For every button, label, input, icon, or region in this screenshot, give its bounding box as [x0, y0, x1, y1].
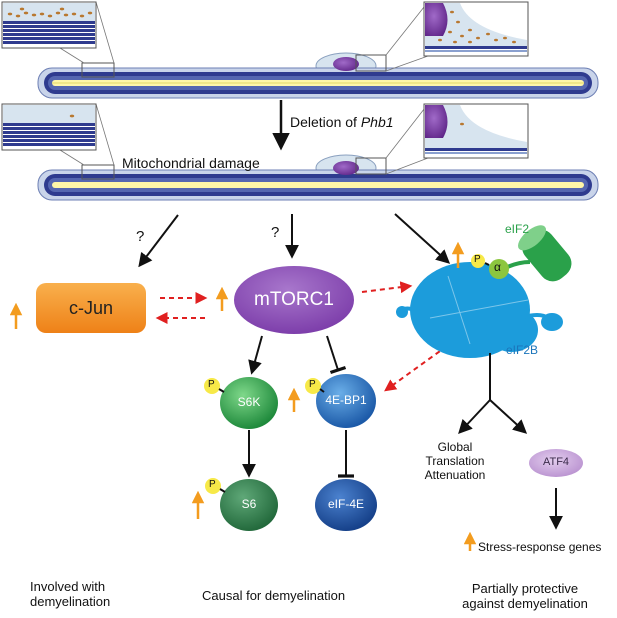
global-label: Global Translation Attenuation	[405, 440, 505, 482]
stress-label: Stress-response genes	[478, 540, 602, 554]
col-left-label: Involved with demyelination	[30, 579, 111, 610]
phospho-s6-label: P	[209, 479, 216, 490]
s6-node	[220, 479, 278, 531]
global-line-2: Translation	[425, 453, 485, 468]
up-arrows	[9, 241, 477, 551]
col-right-line-1: Partially protective	[471, 581, 579, 596]
col-left-line-2: demyelination	[30, 593, 111, 609]
inset-bottom-left	[1, 103, 115, 166]
inhibit-mtorc1-to-bp1	[326, 335, 347, 374]
bp1-node	[316, 374, 376, 428]
s6k-label: S6K	[237, 395, 261, 409]
deletion-prefix: Deletion of	[290, 114, 361, 130]
bp1-label: 4E-BP1	[325, 393, 367, 407]
mito-damage-label: Mitochondrial damage	[122, 155, 260, 171]
arrow-to-global	[458, 399, 491, 435]
phospho-bp1	[305, 378, 321, 394]
deletion-label: Deletion of Phb1	[290, 114, 394, 130]
question-cjun: ?	[136, 228, 145, 245]
inset-top-right	[385, 1, 529, 72]
cjun-node	[36, 283, 146, 333]
col-mid-label: Causal for demyelination	[202, 588, 346, 603]
question-mtorc1: ?	[271, 224, 280, 241]
eif2b-label: eIF2B	[506, 343, 539, 357]
phospho-s6k	[204, 378, 220, 394]
alpha-label: α	[494, 260, 501, 274]
inset-bottom-right	[385, 103, 529, 175]
nucleus-bottom	[333, 161, 359, 175]
cjun-label: c-Jun	[68, 298, 113, 318]
global-line-3: Attenuation	[424, 467, 486, 482]
axon-damaged	[37, 154, 599, 201]
nucleus-top	[333, 57, 359, 71]
col-right-label: Partially protective against demyelinati…	[440, 581, 610, 612]
col-left-line-1: Involved with	[30, 579, 106, 594]
global-line-1: Global	[437, 440, 473, 454]
eif4e-label: eIF-4E	[327, 497, 364, 511]
deletion-gene: Phb1	[360, 114, 394, 130]
phospho-s6	[205, 478, 221, 494]
arrow-to-atf4	[489, 399, 528, 434]
arrow-to-cjun	[138, 214, 179, 268]
s6-label: S6	[241, 497, 257, 511]
arrow-to-eif2	[394, 213, 451, 264]
mtorc1-label: mTORC1	[254, 289, 334, 310]
eif2-complex	[396, 225, 572, 358]
inset-top-left	[1, 1, 115, 64]
atf4-label: ATF4	[542, 456, 570, 468]
s6k-node	[220, 377, 278, 429]
atf4-node	[529, 449, 583, 477]
phospho-eif2-label: P	[474, 254, 481, 265]
eif2-label: eIF2	[505, 222, 530, 236]
axon-healthy	[37, 52, 599, 99]
phospho-s6k-label: P	[208, 379, 215, 390]
arrow-mtorc1-to-s6k	[248, 335, 263, 375]
eif4e-node	[315, 479, 377, 531]
col-right-line-2: against demyelination	[462, 595, 588, 611]
phospho-bp1-label: P	[309, 379, 316, 390]
mtorc1-node	[234, 266, 354, 334]
dashed-eif2-to-bp1	[384, 345, 448, 392]
dashed-mtorc1-to-eif2	[361, 281, 413, 294]
